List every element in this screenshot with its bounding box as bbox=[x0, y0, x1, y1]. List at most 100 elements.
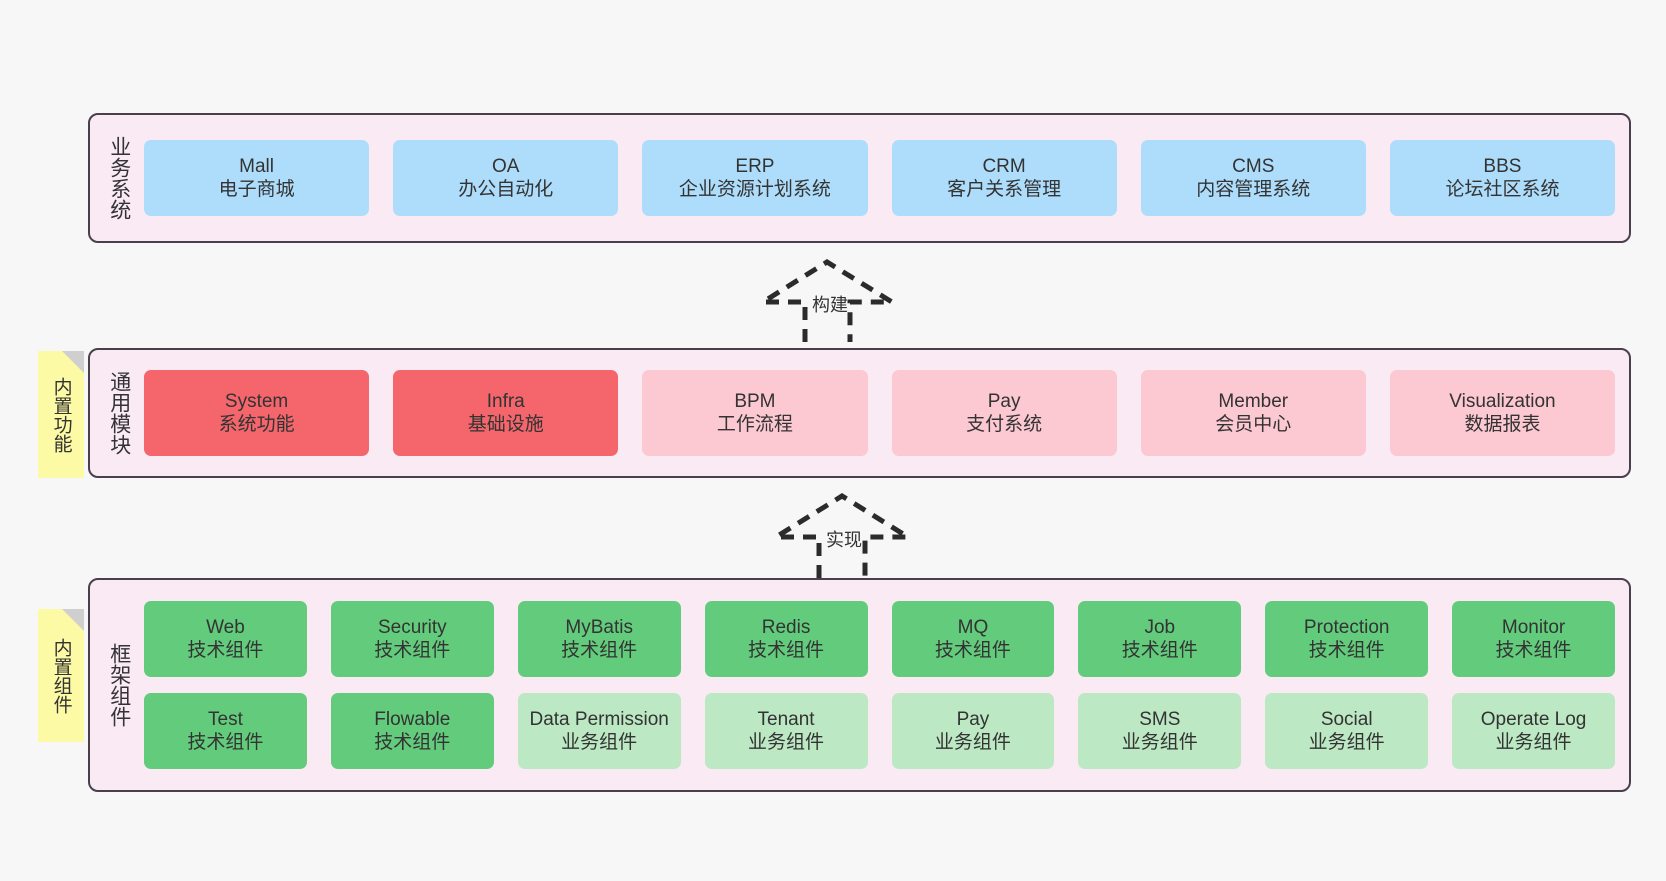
card-bpm[interactable]: BPM 工作流程 bbox=[642, 370, 868, 456]
card-title: Test bbox=[208, 708, 243, 730]
card-cms[interactable]: CMS 内容管理系统 bbox=[1140, 140, 1366, 216]
card-subtitle: 技术组件 bbox=[187, 732, 264, 753]
layer-body-common-modules: System 系统功能 Infra 基础设施 BPM 工作流程 Pay 支付系统… bbox=[144, 350, 1629, 476]
card-mq[interactable]: MQ 技术组件 bbox=[891, 601, 1055, 677]
card-title: Protection bbox=[1303, 616, 1390, 638]
card-subtitle: 内容管理系统 bbox=[1196, 179, 1311, 200]
card-title: ERP bbox=[735, 155, 775, 177]
card-subtitle: 办公自动化 bbox=[458, 179, 554, 200]
card-subtitle: 技术组件 bbox=[1308, 640, 1385, 661]
card-subtitle: 论坛社区系统 bbox=[1445, 179, 1560, 200]
card-social[interactable]: Social 业务组件 bbox=[1265, 693, 1429, 769]
card-operate-log[interactable]: Operate Log 业务组件 bbox=[1452, 693, 1615, 769]
card-job[interactable]: Job 技术组件 bbox=[1078, 601, 1242, 677]
card-title: Mall bbox=[239, 155, 274, 177]
note-fold-corner-icon bbox=[62, 351, 84, 373]
card-title: Web bbox=[206, 616, 245, 638]
card-mall[interactable]: Mall 电子商城 bbox=[144, 140, 370, 216]
card-subtitle: 客户关系管理 bbox=[947, 179, 1062, 200]
card-title: OA bbox=[492, 155, 520, 177]
card-subtitle: 技术组件 bbox=[934, 640, 1011, 661]
layer-common-modules: 通用模块 System 系统功能 Infra 基础设施 BPM 工作流程 Pay… bbox=[88, 348, 1631, 478]
card-title: Member bbox=[1218, 390, 1289, 412]
layer-framework-components: 框架组件 Web 技术组件 Security 技术组件 MyBatis 技术组件… bbox=[88, 578, 1631, 792]
card-title: Social bbox=[1320, 708, 1373, 730]
card-security[interactable]: Security 技术组件 bbox=[330, 601, 494, 677]
card-title: Tenant bbox=[757, 708, 815, 730]
card-sms[interactable]: SMS 业务组件 bbox=[1078, 693, 1242, 769]
card-title: Job bbox=[1144, 616, 1176, 638]
layer-business-systems: 业务系统 Mall 电子商城 OA 办公自动化 ERP 企业资源计划系统 CRM… bbox=[88, 113, 1631, 243]
card-subtitle: 技术组件 bbox=[187, 640, 264, 661]
arrow-implement-label: 实现 bbox=[826, 530, 862, 550]
note-label: 内置功能 bbox=[50, 376, 72, 453]
card-title: CMS bbox=[1232, 155, 1275, 177]
card-subtitle: 业务组件 bbox=[1308, 732, 1385, 753]
note-fold-corner-icon bbox=[62, 609, 84, 631]
card-title: MQ bbox=[957, 616, 989, 638]
card-title: Pay bbox=[987, 390, 1021, 412]
card-title: BBS bbox=[1483, 155, 1522, 177]
card-subtitle: 技术组件 bbox=[374, 640, 451, 661]
card-title: Flowable bbox=[374, 708, 451, 730]
card-row: Mall 电子商城 OA 办公自动化 ERP 企业资源计划系统 CRM 客户关系… bbox=[144, 140, 1616, 216]
card-subtitle: 电子商城 bbox=[218, 179, 295, 200]
card-subtitle: 会员中心 bbox=[1215, 414, 1292, 435]
card-title: SMS bbox=[1139, 708, 1181, 730]
card-system[interactable]: System 系统功能 bbox=[144, 370, 370, 456]
card-row: System 系统功能 Infra 基础设施 BPM 工作流程 Pay 支付系统… bbox=[144, 370, 1616, 456]
layer-title-framework-components: 框架组件 bbox=[107, 643, 131, 727]
card-title: Security bbox=[377, 616, 447, 638]
card-title: System bbox=[224, 390, 289, 412]
card-subtitle: 业务组件 bbox=[561, 732, 638, 753]
card-redis[interactable]: Redis 技术组件 bbox=[704, 601, 868, 677]
card-pay-business[interactable]: Pay 业务组件 bbox=[891, 693, 1055, 769]
card-infra[interactable]: Infra 基础设施 bbox=[393, 370, 619, 456]
card-member[interactable]: Member 会员中心 bbox=[1140, 370, 1366, 456]
layer-title-business-systems: 业务系统 bbox=[107, 136, 131, 220]
card-web[interactable]: Web 技术组件 bbox=[144, 601, 307, 677]
card-bbs[interactable]: BBS 论坛社区系统 bbox=[1389, 140, 1616, 216]
card-monitor[interactable]: Monitor 技术组件 bbox=[1452, 601, 1615, 677]
card-erp[interactable]: ERP 企业资源计划系统 bbox=[642, 140, 868, 216]
card-title: MyBatis bbox=[565, 616, 633, 638]
card-subtitle: 工作流程 bbox=[716, 414, 793, 435]
card-subtitle: 业务组件 bbox=[1495, 732, 1572, 753]
card-mybatis[interactable]: MyBatis 技术组件 bbox=[517, 601, 681, 677]
card-subtitle: 业务组件 bbox=[1121, 732, 1198, 753]
card-subtitle: 基础设施 bbox=[467, 414, 544, 435]
card-row: Web 技术组件 Security 技术组件 MyBatis 技术组件 Redi… bbox=[144, 601, 1615, 677]
note-builtin-components: 内置组件 bbox=[38, 609, 84, 742]
card-subtitle: 系统功能 bbox=[218, 414, 295, 435]
card-test[interactable]: Test 技术组件 bbox=[144, 693, 307, 769]
card-flowable[interactable]: Flowable 技术组件 bbox=[330, 693, 494, 769]
note-label: 内置组件 bbox=[50, 637, 72, 714]
note-builtin-features: 内置功能 bbox=[38, 351, 84, 478]
card-oa[interactable]: OA 办公自动化 bbox=[393, 140, 619, 216]
card-title: Monitor bbox=[1501, 616, 1566, 638]
layer-body-business-systems: Mall 电子商城 OA 办公自动化 ERP 企业资源计划系统 CRM 客户关系… bbox=[144, 115, 1629, 241]
card-title: Pay bbox=[956, 708, 990, 730]
card-title: CRM bbox=[982, 155, 1026, 177]
card-title: Infra bbox=[486, 390, 525, 412]
card-protection[interactable]: Protection 技术组件 bbox=[1265, 601, 1429, 677]
card-subtitle: 技术组件 bbox=[748, 640, 825, 661]
arrow-build-label: 构建 bbox=[812, 295, 848, 315]
card-subtitle: 技术组件 bbox=[1495, 640, 1572, 661]
card-subtitle: 业务组件 bbox=[934, 732, 1011, 753]
card-title: Visualization bbox=[1449, 390, 1556, 412]
card-title: Operate Log bbox=[1480, 708, 1587, 730]
card-data-permission[interactable]: Data Permission 业务组件 bbox=[517, 693, 681, 769]
card-subtitle: 技术组件 bbox=[1121, 640, 1198, 661]
card-title: Redis bbox=[761, 616, 811, 638]
card-crm[interactable]: CRM 客户关系管理 bbox=[891, 140, 1117, 216]
card-tenant[interactable]: Tenant 业务组件 bbox=[704, 693, 868, 769]
card-row: Test 技术组件 Flowable 技术组件 Data Permission … bbox=[144, 693, 1615, 769]
arrow-implement bbox=[768, 493, 916, 578]
card-pay[interactable]: Pay 支付系统 bbox=[891, 370, 1117, 456]
card-title: BPM bbox=[734, 390, 776, 412]
layer-body-framework-components: Web 技术组件 Security 技术组件 MyBatis 技术组件 Redi… bbox=[144, 580, 1629, 790]
card-subtitle: 业务组件 bbox=[748, 732, 825, 753]
card-visualization[interactable]: Visualization 数据报表 bbox=[1389, 370, 1616, 456]
layer-title-common-modules: 通用模块 bbox=[107, 371, 131, 455]
